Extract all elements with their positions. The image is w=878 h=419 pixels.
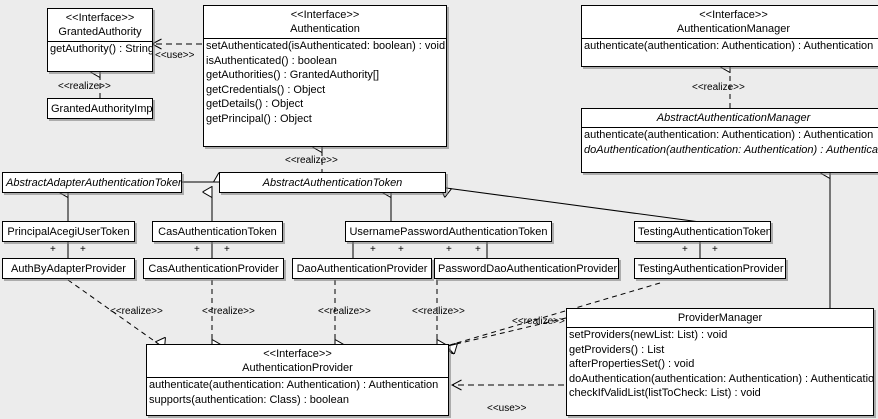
class-name: Authentication: [290, 23, 360, 35]
method-item: getAuthorities() : GrantedAuthority[]: [206, 69, 380, 81]
class-header: <<Interface>> GrantedAuthority: [48, 9, 152, 41]
edge-label-realize-casauthenticationprovider: <<realize>>: [202, 306, 255, 317]
class-provider-manager[interactable]: ProviderManager setProviders(newList: Li…: [566, 308, 874, 416]
method-item: authenticate(authentication: Authenticat…: [584, 40, 874, 52]
class-name: TestingAuthenticationProvider: [638, 263, 784, 275]
class-name: DaoAuthenticationProvider: [296, 263, 428, 275]
class-dao-authentication-provider[interactable]: DaoAuthenticationProvider: [292, 258, 432, 279]
class-abstract-authentication-token[interactable]: AbstractAuthenticationToken: [219, 172, 446, 193]
multiplicity-plus: +: [475, 244, 481, 255]
edge-label-realize-passworddaoprovider: <<realize>>: [412, 306, 465, 317]
edge-label-realize-daoauthenticationprovider: <<realize>>: [318, 306, 371, 317]
class-name: CasAuthenticationToken: [158, 226, 277, 238]
class-cas-authentication-token[interactable]: CasAuthenticationToken: [152, 221, 283, 242]
class-authentication-manager[interactable]: <<Interface>> AuthenticationManager auth…: [581, 5, 878, 67]
class-name: TestingAuthenticationToken: [638, 226, 771, 238]
edge-label-use-authentication: <<use>>: [155, 50, 195, 61]
class-username-password-authentication-token[interactable]: UsernamePasswordAuthenticationToken: [345, 221, 552, 242]
class-abstract-authentication-manager[interactable]: AbstractAuthenticationManager authentica…: [581, 108, 878, 173]
edge-label-realize-authbyadapterprovider: <<realize>>: [110, 306, 163, 317]
multiplicity-plus: +: [224, 244, 230, 255]
stereotype-label: <<Interface>>: [263, 348, 332, 360]
method-item: getDetails() : Object: [206, 98, 304, 110]
method-compartment: authenticate(authentication: Authenticat…: [147, 377, 448, 407]
class-header: <<Interface>> AuthenticationManager: [582, 6, 878, 38]
class-name: PasswordDaoAuthenticationProvider: [438, 263, 618, 275]
edge-label-realize-abstractauthenticationmanager: <<realize>>: [692, 82, 745, 93]
class-header: <<Interface>> AuthenticationProvider: [147, 345, 448, 377]
edge-label-realize-abstractauthenticationtoken: <<realize>>: [285, 155, 338, 166]
class-name: AuthenticationManager: [676, 23, 791, 35]
method-compartment: setProviders(newList: List) : void getPr…: [567, 327, 873, 401]
method-item: setProviders(newList: List) : void: [569, 329, 728, 341]
class-testing-authentication-provider[interactable]: TestingAuthenticationProvider: [634, 258, 786, 279]
method-item: afterPropertiesSet() : void: [569, 358, 695, 370]
class-name: CasAuthenticationProvider: [148, 263, 279, 275]
stereotype-label: <<Interface>>: [65, 12, 135, 24]
class-authentication[interactable]: <<Interface>> Authentication setAuthenti…: [203, 5, 447, 147]
class-name: AuthenticationProvider: [242, 362, 353, 374]
class-name: GrantedAuthorityImpl: [51, 103, 153, 115]
method-item: doAuthentication(authentication: Authent…: [584, 143, 878, 156]
class-header: <<Interface>> Authentication: [204, 6, 446, 38]
class-name: AuthByAdapterProvider: [11, 263, 126, 275]
class-granted-authority[interactable]: <<Interface>> GrantedAuthority getAuthor…: [47, 8, 153, 72]
method-item: authenticate(authentication: Authenticat…: [149, 379, 439, 391]
method-compartment: setAuthenticated(isAuthenticated: boolea…: [204, 38, 446, 126]
method-item: supports(authentication: Class) : boolea…: [149, 393, 349, 406]
method-item: doAuthentication(authentication: Authent…: [569, 372, 874, 385]
method-item: getAuthority() : String: [50, 43, 153, 55]
stereotype-label: <<Interface>>: [290, 9, 360, 21]
multiplicity-plus: +: [370, 244, 376, 255]
method-item: authenticate(authentication: Authenticat…: [584, 129, 874, 141]
multiplicity-plus: +: [398, 244, 404, 255]
method-item: checkIfValidList(listToCheck: List) : vo…: [569, 387, 761, 399]
method-item: isAuthenticated() : boolean: [206, 54, 337, 67]
class-name: ProviderManager: [677, 312, 763, 324]
method-compartment: authenticate(authentication: Authenticat…: [582, 38, 878, 54]
multiplicity-plus: +: [682, 244, 688, 255]
method-item: getCredentials() : Object: [206, 83, 326, 96]
multiplicity-plus: +: [50, 244, 56, 255]
class-name: AbstractAuthenticationToken: [262, 177, 403, 189]
method-item: getPrincipal() : Object: [206, 112, 312, 125]
class-name: AbstractAdapterAuthenticationToken: [6, 177, 182, 189]
edge-generalize-testingauthenticationtoken: [446, 188, 701, 223]
edge-label-realize-providermanager: <<realize>>: [512, 316, 565, 327]
multiplicity-plus: +: [712, 244, 718, 255]
class-authentication-provider[interactable]: <<Interface>> AuthenticationProvider aut…: [146, 344, 449, 416]
edge-label-use-providermanager: <<use>>: [487, 403, 527, 414]
method-item: getProviders() : List: [569, 343, 665, 356]
class-password-dao-authentication-provider[interactable]: PasswordDaoAuthenticationProvider: [434, 258, 619, 279]
class-cas-authentication-provider[interactable]: CasAuthenticationProvider: [143, 258, 284, 279]
class-principal-acegi-user-token[interactable]: PrincipalAcegiUserToken: [2, 221, 135, 242]
class-header: AbstractAuthenticationManager: [582, 109, 878, 127]
class-header: ProviderManager: [567, 309, 873, 327]
multiplicity-plus: +: [446, 244, 452, 255]
edge-label-realize-grantedauthorityimpl: <<realize>>: [58, 81, 111, 92]
class-auth-by-adapter-provider[interactable]: AuthByAdapterProvider: [2, 258, 135, 279]
class-name: GrantedAuthority: [58, 26, 142, 38]
multiplicity-plus: +: [194, 244, 200, 255]
stereotype-label: <<Interface>>: [699, 9, 768, 21]
class-testing-authentication-token[interactable]: TestingAuthenticationToken: [634, 221, 771, 242]
method-item: setAuthenticated(isAuthenticated: boolea…: [206, 40, 446, 52]
class-name: AbstractAuthenticationManager: [656, 112, 811, 124]
class-name: PrincipalAcegiUserToken: [7, 226, 130, 238]
class-granted-authority-impl[interactable]: GrantedAuthorityImpl: [47, 98, 153, 119]
method-compartment: getAuthority() : String: [48, 41, 152, 57]
multiplicity-plus: +: [80, 244, 86, 255]
class-abstract-adapter-authentication-token[interactable]: AbstractAdapterAuthenticationToken: [2, 172, 182, 193]
class-name: UsernamePasswordAuthenticationToken: [349, 226, 548, 238]
method-compartment: authenticate(authentication: Authenticat…: [582, 127, 878, 157]
